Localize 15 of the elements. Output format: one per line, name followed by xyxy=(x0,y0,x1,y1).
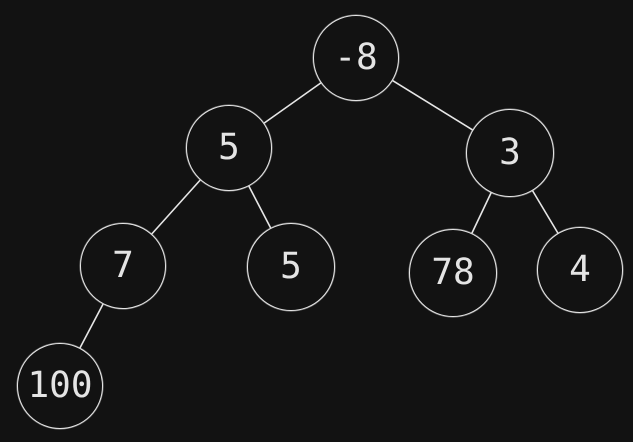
tree-edge xyxy=(79,304,104,348)
node-value: 3 xyxy=(499,135,521,171)
node-value: 5 xyxy=(218,130,240,166)
node-value: 7 xyxy=(112,248,134,284)
tree-edge xyxy=(151,179,201,235)
node-value: 100 xyxy=(27,368,93,404)
node-value: -8 xyxy=(334,40,378,76)
tree-edge xyxy=(532,190,559,234)
node-value: 4 xyxy=(569,252,591,288)
tree-edge xyxy=(248,186,272,228)
tree-edge xyxy=(392,80,473,131)
node-value: 78 xyxy=(431,255,475,291)
node-value: 5 xyxy=(280,249,302,285)
tree-edge xyxy=(471,192,492,234)
tree-edge xyxy=(264,82,322,124)
